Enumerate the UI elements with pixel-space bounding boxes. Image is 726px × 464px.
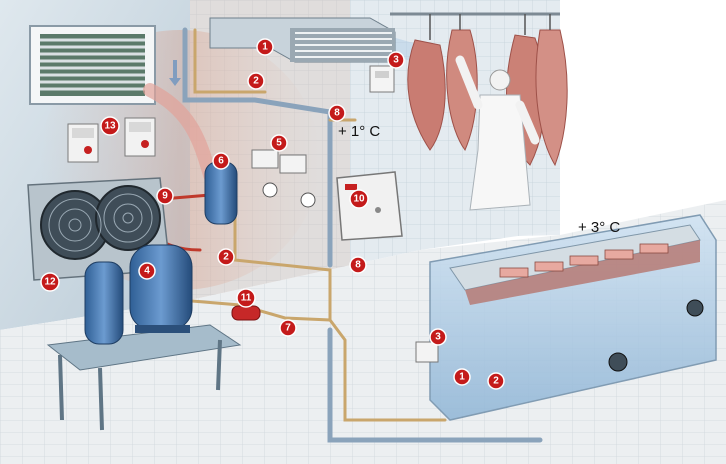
callout-filter-drier: 11 <box>236 288 256 308</box>
svg-text:8: 8 <box>334 108 340 119</box>
svg-text:6: 6 <box>218 156 224 167</box>
compressor <box>129 244 193 333</box>
pressure-controls <box>251 149 316 208</box>
wall-vent-grille <box>29 25 156 105</box>
svg-text:2: 2 <box>223 252 229 263</box>
callout-solenoid-valve-top: 2 <box>247 72 265 90</box>
callout-sight-glass-top: 8 <box>328 104 346 122</box>
callout-compressor: 4 <box>138 262 156 280</box>
counter-temperature-label: + 3° C <box>578 219 620 236</box>
svg-text:2: 2 <box>253 76 259 87</box>
cold-room-temperature-label: + 1° C <box>338 123 380 140</box>
butcher-figure <box>455 55 540 211</box>
callout-pressure-controls: 5 <box>270 134 288 152</box>
callout-pressure-switch-left: 12 <box>40 272 60 292</box>
callout-expansion-valve-counter: 1 <box>453 368 471 386</box>
thermostat-counter <box>415 341 439 363</box>
svg-text:10: 10 <box>353 194 365 205</box>
callout-thermostat-counter: 3 <box>429 328 447 346</box>
callout-sight-glass-right: 8 <box>349 256 367 274</box>
receiver-tank-floor <box>84 261 124 345</box>
svg-text:9: 9 <box>162 191 168 202</box>
svg-text:1: 1 <box>262 42 268 53</box>
callout-shutoff-valve: 7 <box>279 319 297 337</box>
compressor-rack <box>46 324 242 431</box>
callout-solenoid-valve-counter: 2 <box>487 372 505 390</box>
svg-text:8: 8 <box>355 260 361 271</box>
svg-text:1: 1 <box>459 372 465 383</box>
callout-solenoid-valve-mid: 2 <box>217 248 235 266</box>
svg-text:5: 5 <box>276 138 282 149</box>
svg-text:3: 3 <box>393 55 399 66</box>
thermostat-wall <box>369 65 395 93</box>
svg-text:11: 11 <box>241 293 252 304</box>
svg-text:12: 12 <box>44 277 56 288</box>
svg-text:4: 4 <box>144 266 150 277</box>
callout-control-boxes-left: 13 <box>100 116 120 136</box>
display-counter <box>429 214 717 421</box>
control-panel <box>336 171 403 241</box>
svg-text:7: 7 <box>285 323 291 334</box>
svg-text:2: 2 <box>493 376 499 387</box>
callout-thermostat-wall: 3 <box>387 51 405 69</box>
control-boxes-left <box>67 117 156 163</box>
svg-text:13: 13 <box>104 121 116 132</box>
receiver <box>204 161 238 225</box>
callout-discharge-line: 9 <box>156 187 174 205</box>
callout-control-panel: 10 <box>349 189 369 209</box>
filter-drier <box>231 305 261 321</box>
callout-receiver: 6 <box>212 152 230 170</box>
ceiling-evaporator <box>209 17 396 63</box>
callout-evaporator-top: 1 <box>256 38 274 56</box>
svg-text:3: 3 <box>435 332 441 343</box>
